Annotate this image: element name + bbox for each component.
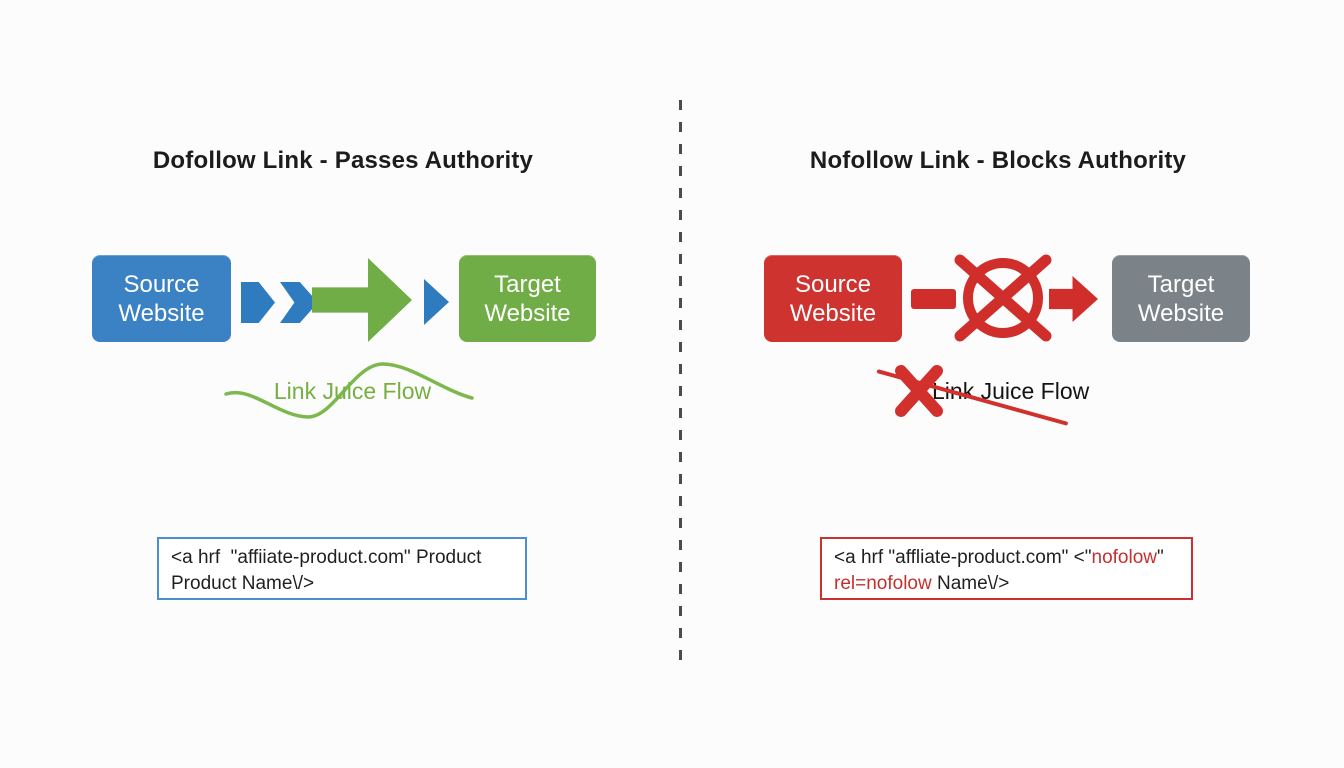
dofollow-code-line2: Product Name\/> <box>171 573 315 594</box>
nofollow-code-snippet-box: <a hrf "affliate-product.com" <"nofolow"… <box>820 537 1193 600</box>
right-target-website-box: Target Website <box>1112 255 1250 342</box>
right-source-box-label-line1: Source <box>794 270 872 298</box>
right-panel-title: Nofollow Link - Blocks Authority <box>809 147 1187 174</box>
right-source-box-label-line2: Website <box>789 299 877 327</box>
red-x-mark-icon <box>895 365 943 417</box>
nofollow-code-line1-red: nofolow <box>1091 547 1158 568</box>
right-target-box-label-line1: Target <box>1147 270 1215 298</box>
blue-triangle-arrow-icon <box>424 279 449 325</box>
left-source-website-box: Source Website <box>92 255 231 342</box>
red-block-arrow-icon <box>1049 276 1098 322</box>
left-link-juice-flow-label: Link Juice Flow <box>273 378 432 404</box>
nofollow-code-line1-quote: " <box>1157 547 1164 568</box>
right-target-box-label-line2: Website <box>1137 299 1225 327</box>
nofollow-code-line2-black: Name\/> <box>931 573 1010 594</box>
right-source-website-box: Source Website <box>764 255 902 342</box>
left-source-box-label-line2: Website <box>118 299 205 327</box>
left-target-website-box: Target Website <box>459 255 596 342</box>
dofollow-code-line1: <a hrf "affiiate-product.com" Product <box>171 547 482 568</box>
red-dash-segment-icon <box>911 289 956 309</box>
left-panel-title: Dofollow Link - Passes Authority <box>152 147 534 174</box>
nofollow-code-line2-red: rel=nofolow <box>834 573 932 594</box>
panel-divider-dashed-line <box>679 100 682 662</box>
left-target-box-label-line2: Website <box>484 299 571 327</box>
left-source-box-label-line1: Source <box>123 270 200 298</box>
blocked-circle-x-icon <box>954 254 1052 342</box>
blue-chevron-arrow-icon <box>241 282 275 323</box>
link-juice-wave-line <box>224 362 474 419</box>
nofollow-code-line1-black: <a hrf "affliate-product.com" <" <box>834 547 1092 568</box>
left-target-box-label-line1: Target <box>494 270 561 298</box>
green-flow-arrow-icon <box>312 258 412 342</box>
